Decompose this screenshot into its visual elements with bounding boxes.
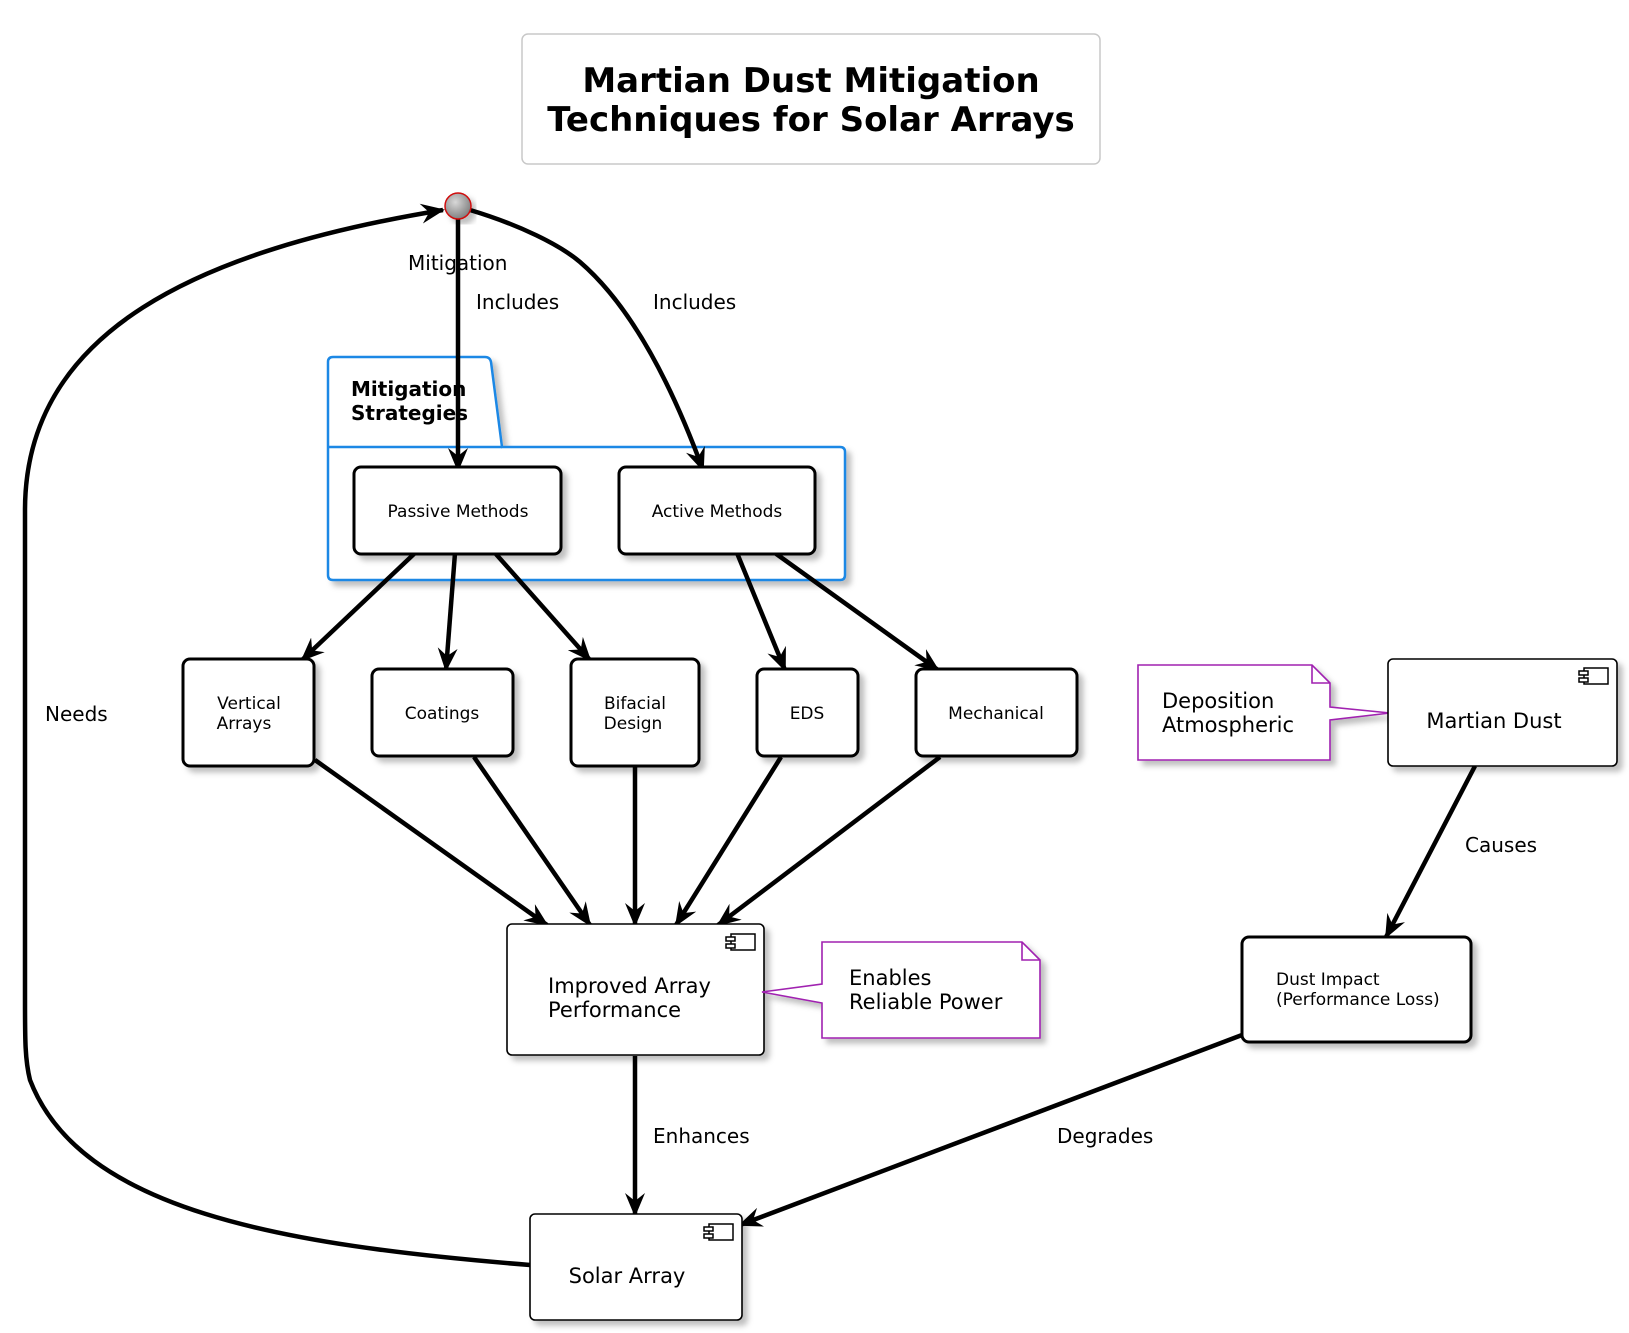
node-dust-impact-label-2: (Performance Loss) xyxy=(1276,990,1440,1010)
note-deposition-line-2: Atmospheric xyxy=(1162,713,1294,737)
node-martian-dust[interactable] xyxy=(1387,658,1618,767)
node-dust-impact-label-1: Dust Impact xyxy=(1276,970,1380,990)
node-bifacial-design[interactable] xyxy=(569,657,701,768)
edge-causes xyxy=(1384,764,1477,939)
edge-vertical-improved xyxy=(313,758,549,927)
diagram-title: Martian Dust Mitigation Techniques for S… xyxy=(521,33,1101,165)
edge-label-includes-active: Includes xyxy=(653,290,736,314)
node-mechanical[interactable] xyxy=(914,667,1079,758)
edge-label-enhances: Enhances xyxy=(653,1124,750,1148)
node-active-methods[interactable] xyxy=(617,465,817,556)
node-solar-array[interactable] xyxy=(529,1213,743,1321)
component-icon xyxy=(703,1223,734,1241)
node-coatings[interactable] xyxy=(370,667,515,758)
edge-degrades xyxy=(738,1032,1243,1228)
node-martian-dust-label: Martian Dust xyxy=(1426,709,1561,733)
edge-label-needs: Needs xyxy=(45,702,108,726)
note-enables-line-1: Enables xyxy=(849,966,931,990)
node-bifacial-design-label-1: Bifacial xyxy=(604,694,666,714)
node-vertical-arrays-label-1: Vertical xyxy=(217,694,281,714)
title-line-2: Techniques for Solar Arrays xyxy=(547,100,1075,140)
package-title-line-1: Mitigation xyxy=(351,377,466,401)
edge-passive-bifacial xyxy=(493,551,592,662)
edge-eds-improved xyxy=(674,755,783,927)
node-active-methods-label: Active Methods xyxy=(652,502,783,522)
node-passive-methods[interactable] xyxy=(352,465,563,556)
title-line-1: Martian Dust Mitigation xyxy=(582,61,1039,101)
edge-coatings-improved xyxy=(472,755,592,927)
node-coatings-label: Coatings xyxy=(405,704,480,724)
edge-label-causes: Causes xyxy=(1465,833,1537,857)
node-passive-methods-label: Passive Methods xyxy=(388,502,529,522)
edge-passive-coatings xyxy=(437,552,458,672)
component-icon xyxy=(1578,667,1609,685)
node-dust-impact[interactable] xyxy=(1240,935,1473,1044)
start-node-icon[interactable] xyxy=(444,192,472,220)
note-enables-reliable-power[interactable] xyxy=(761,941,1041,1039)
node-improved-label-1: Improved Array xyxy=(548,974,711,998)
edge-passive-vertical xyxy=(300,551,417,662)
node-eds-label: EDS xyxy=(790,704,825,724)
node-eds[interactable] xyxy=(755,667,860,758)
note-enables-line-2: Reliable Power xyxy=(849,990,1003,1014)
node-mechanical-label: Mechanical xyxy=(948,704,1044,724)
edge-active-eds xyxy=(734,552,788,672)
node-improved-array-performance[interactable] xyxy=(506,923,765,1056)
edge-label-mitigation: Mitigation xyxy=(408,251,507,275)
edge-label-degrades: Degrades xyxy=(1057,1124,1153,1148)
component-icon xyxy=(725,933,756,951)
package-title-line-2: Strategies xyxy=(351,401,468,425)
edge-label-includes-passive: Includes xyxy=(476,290,559,314)
node-solar-array-label: Solar Array xyxy=(569,1264,686,1288)
note-deposition-line-1: Deposition xyxy=(1162,689,1274,713)
edges xyxy=(22,203,1477,1268)
node-bifacial-design-label-2: Design xyxy=(604,714,663,734)
node-vertical-arrays[interactable] xyxy=(181,657,316,768)
edge-active-mechanical xyxy=(773,551,940,672)
edge-mechanical-improved xyxy=(716,755,942,927)
edge-includes-active xyxy=(469,207,706,472)
node-improved-label-2: Performance xyxy=(548,998,681,1022)
node-vertical-arrays-label-2: Arrays xyxy=(217,714,272,734)
edge-needs xyxy=(22,203,531,1268)
